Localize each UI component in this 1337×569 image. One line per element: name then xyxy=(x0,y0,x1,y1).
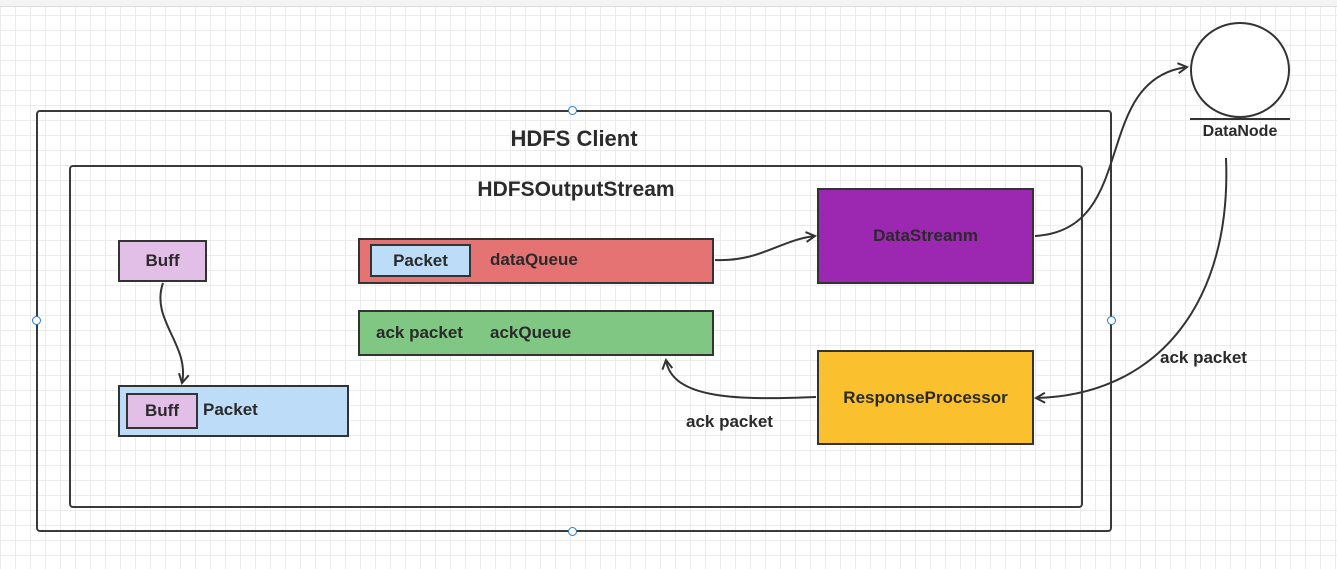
selection-handle-left[interactable] xyxy=(32,316,41,325)
response-processor-label: ResponseProcessor xyxy=(843,387,1008,407)
edge-dataqueue-to-datastreamer[interactable] xyxy=(714,236,815,262)
packet-node-label: Packet xyxy=(203,400,258,419)
response-processor-node[interactable]: ResponseProcessor xyxy=(817,350,1034,445)
hdfs-client-title: HDFS Client xyxy=(510,126,638,151)
edge-label-ack-packet-processor: ack packet xyxy=(686,412,773,431)
datanode-circle[interactable] xyxy=(1190,22,1290,118)
buff-node-label: Buff xyxy=(145,251,180,270)
edge-buff-to-packet[interactable] xyxy=(159,282,183,383)
hdfs-output-stream-container[interactable] xyxy=(69,165,1083,508)
buff-node[interactable]: Buff xyxy=(118,240,207,282)
selection-handle-right[interactable] xyxy=(1107,316,1116,325)
selection-handle-bottom[interactable] xyxy=(568,527,577,536)
data-streamer-label: DataStreanm xyxy=(873,226,978,245)
toolbar-strip xyxy=(0,0,1337,7)
edge-label-ack-packet-datanode: ack packet xyxy=(1160,348,1247,367)
datanode-label: DataNode xyxy=(1202,123,1278,140)
edge-datanode-to-responseprocessor[interactable] xyxy=(1036,157,1228,398)
packet-inner-buff[interactable]: Buff xyxy=(126,393,198,429)
ack-queue-label: ackQueue xyxy=(490,323,572,342)
hdfs-output-stream-title: HDFSOutputStream xyxy=(477,178,675,201)
ack-queue-node[interactable] xyxy=(358,310,714,356)
datanode-underline xyxy=(1190,118,1290,120)
data-queue-inner-packet-label: Packet xyxy=(393,250,448,270)
selection-handle-top[interactable] xyxy=(568,106,577,115)
packet-inner-buff-label: Buff xyxy=(145,401,179,420)
edge-datastreamer-to-datanode[interactable] xyxy=(1034,67,1187,237)
ack-queue-packet-label: ack packet xyxy=(376,323,463,342)
edge-responseprocessor-to-ackqueue[interactable] xyxy=(666,360,817,400)
data-queue-label: dataQueue xyxy=(490,250,578,269)
data-queue-inner-packet[interactable]: Packet xyxy=(370,244,471,277)
data-streamer-node[interactable]: DataStreanm xyxy=(817,188,1034,284)
